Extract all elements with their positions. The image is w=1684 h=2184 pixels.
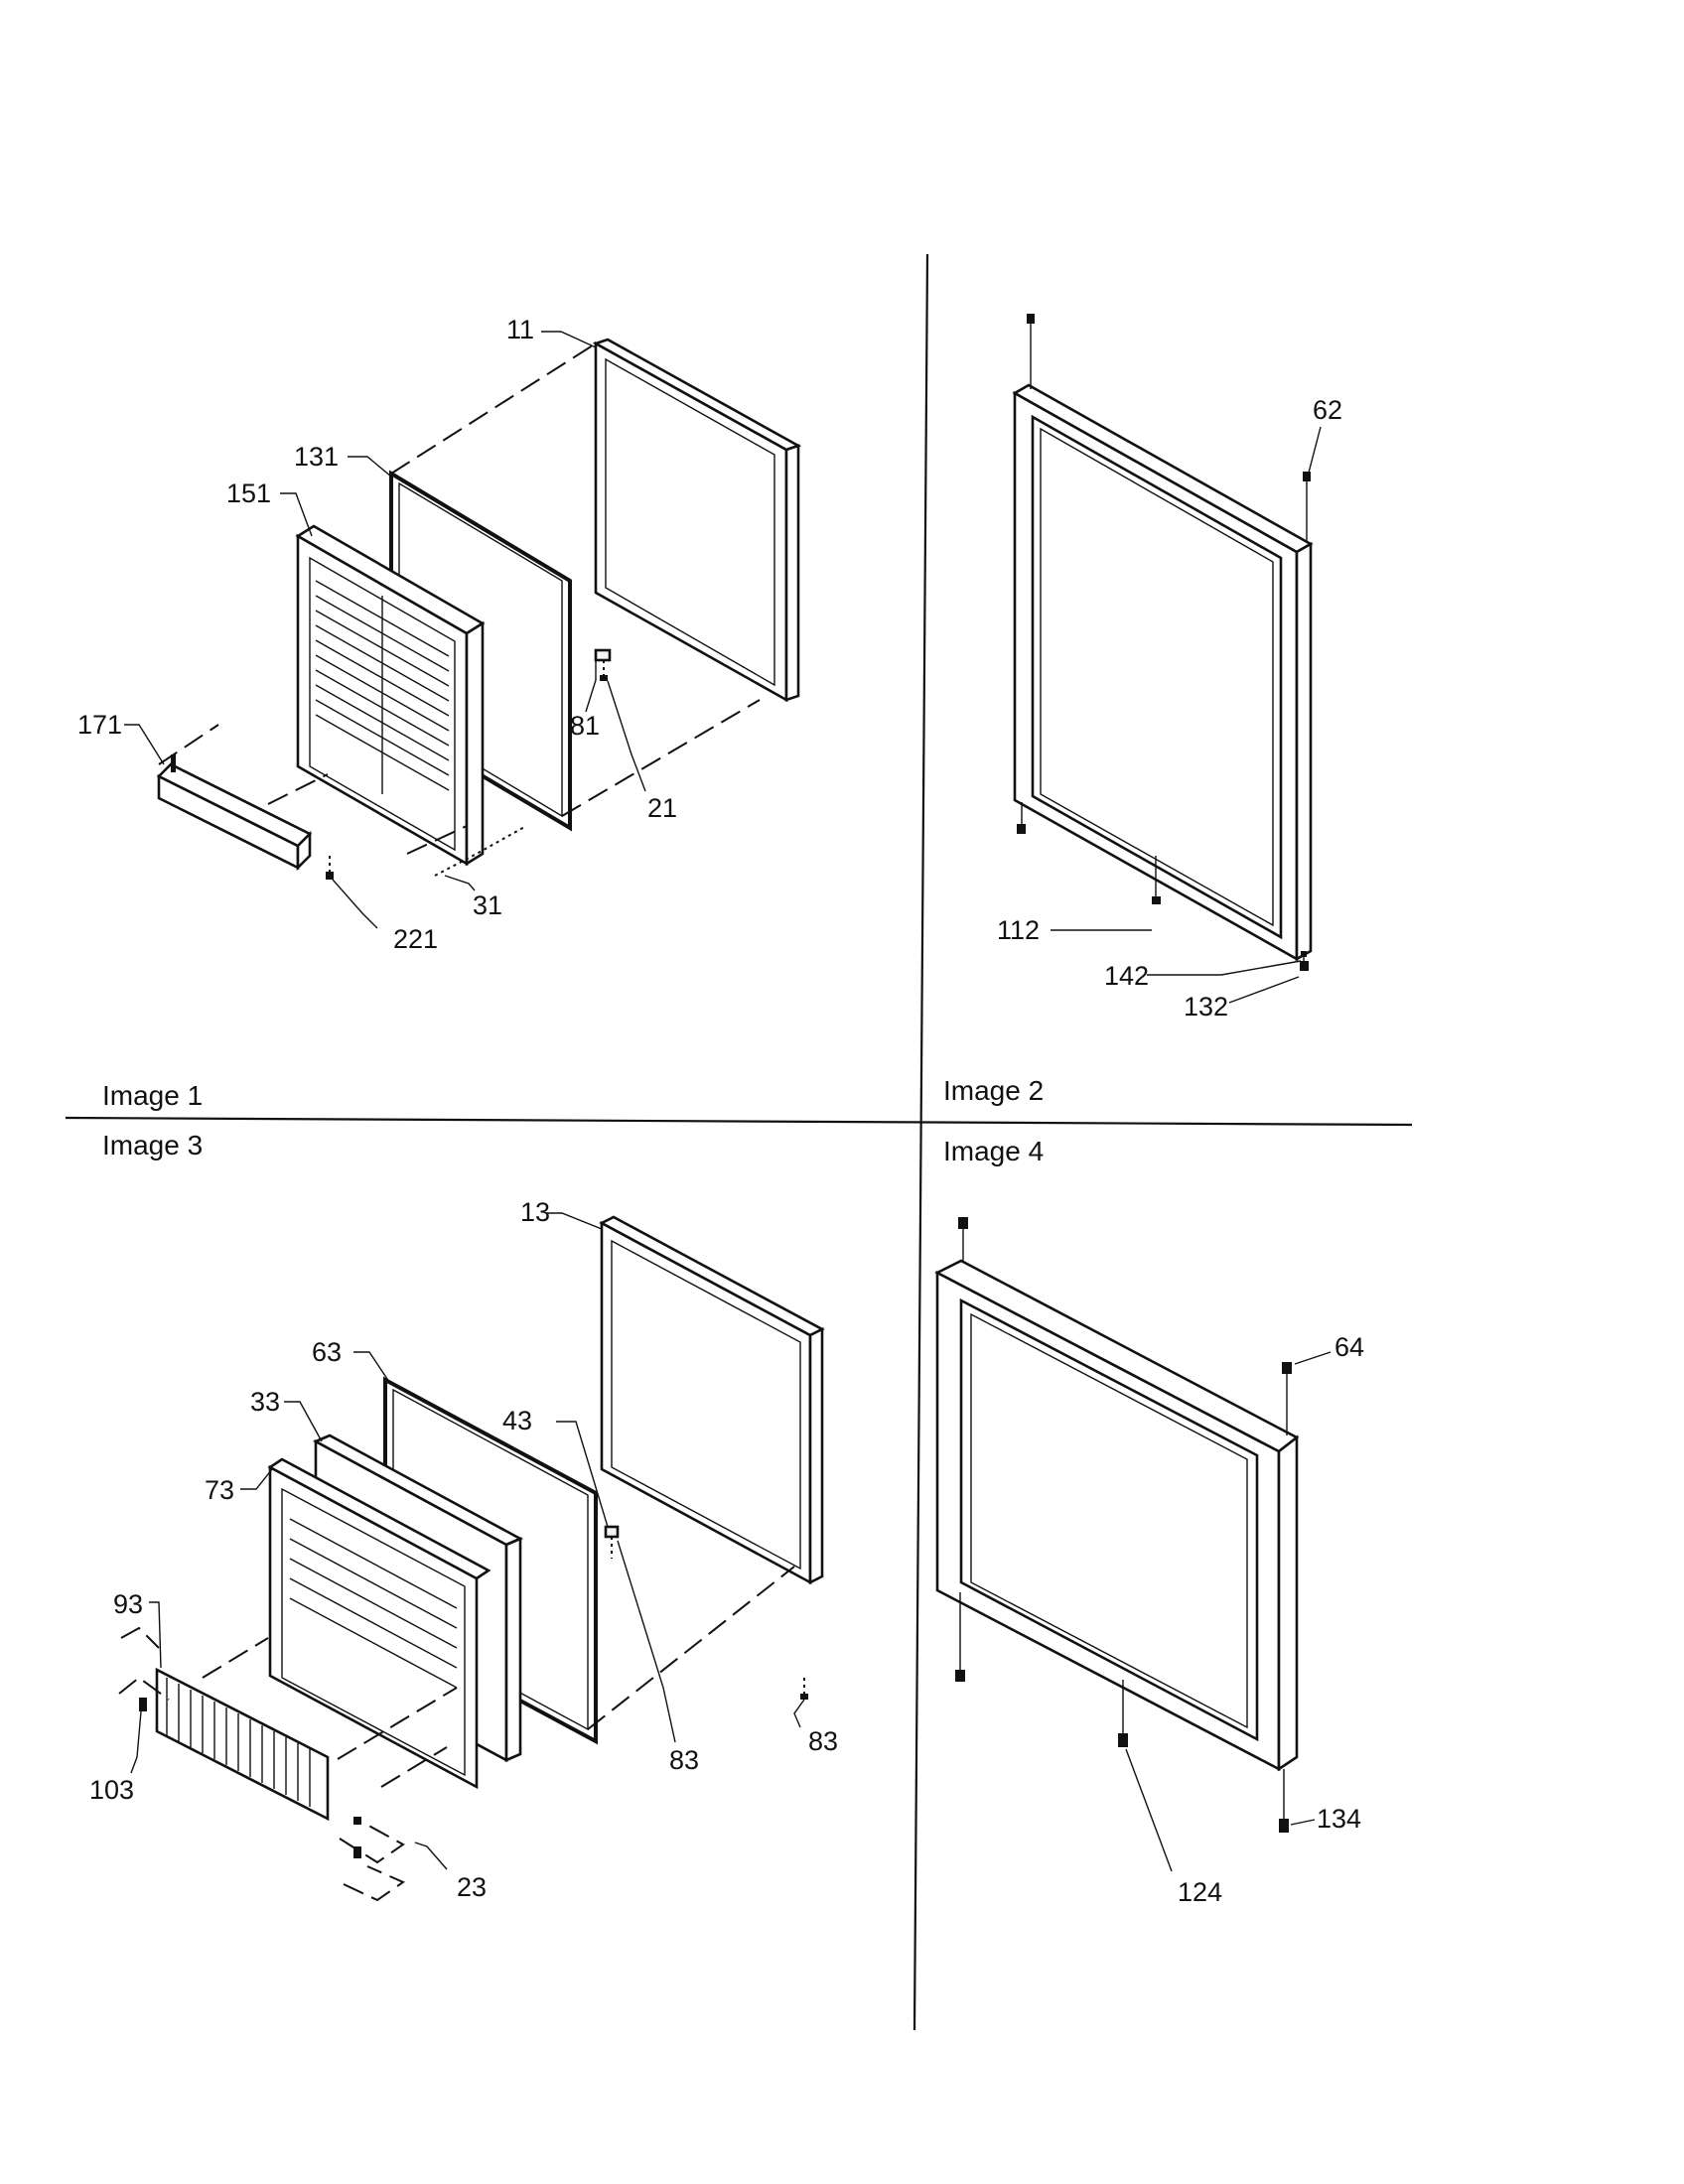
image-1-alignment-lines (158, 342, 761, 877)
panel-title-3: Image 3 (102, 1130, 203, 1160)
callout-131: 131 (294, 442, 339, 472)
callout-93: 93 (113, 1589, 143, 1619)
image-2-leaders (1051, 426, 1322, 1004)
toe-grille (155, 1667, 330, 1822)
panel-titles: Image 1 Image 2 Image 3 Image 4 (102, 1075, 1044, 1166)
callout-151: 151 (226, 478, 271, 508)
image-4-assembly: 64 134 124 (934, 1217, 1364, 1907)
callout-81: 81 (570, 711, 600, 741)
callout-132: 132 (1184, 992, 1228, 1022)
panel-title-2: Image 2 (943, 1075, 1044, 1106)
callout-73: 73 (205, 1475, 234, 1505)
image-3-alignment-lines (118, 1566, 795, 1902)
freezer-frame-fasteners (955, 1217, 1292, 1833)
callout-33: 33 (250, 1387, 280, 1417)
image-1-callouts: 11 131 151 171 81 21 31 221 (77, 315, 677, 954)
door-inner-liner (295, 524, 486, 867)
image-3-assembly: 13 63 33 43 73 93 103 83 83 23 (89, 1197, 838, 1902)
freezer-door-frame (934, 1259, 1300, 1772)
callout-83-outer: 83 (808, 1726, 838, 1756)
callout-43: 43 (502, 1406, 532, 1435)
callout-83-inner: 83 (669, 1745, 699, 1775)
callout-13: 13 (520, 1197, 550, 1227)
image-1-leaders (124, 331, 646, 929)
callout-103: 103 (89, 1775, 134, 1805)
image-4-leaders (1125, 1351, 1332, 1872)
callout-21: 21 (647, 793, 677, 823)
liner-shelf-ribs (315, 580, 450, 794)
panel-title-1: Image 1 (102, 1080, 203, 1111)
image-3-leaders (130, 1212, 805, 1870)
callout-31: 31 (473, 890, 502, 920)
callout-112: 112 (997, 915, 1040, 945)
horizontal-divider (65, 1116, 1413, 1127)
door-frame (1012, 383, 1314, 962)
door-small-parts (326, 648, 612, 880)
grille-slots (166, 1678, 311, 1807)
panel-dividers (65, 253, 1413, 2031)
callout-221: 221 (393, 924, 438, 954)
door-shelf (156, 754, 313, 872)
callout-171: 171 (77, 710, 122, 740)
callout-142: 142 (1104, 961, 1149, 991)
freezer-door-outer-panel (599, 1215, 825, 1585)
callout-63: 63 (312, 1337, 342, 1367)
image-4-callouts: 64 134 124 (1178, 1332, 1364, 1907)
image-1-assembly: 11 131 151 171 81 21 31 221 (77, 315, 802, 954)
panel-title-4: Image 4 (943, 1136, 1044, 1166)
image-2-callouts: 62 112 142 132 (997, 395, 1342, 1022)
freezer-small-parts (139, 1525, 808, 1858)
door-outer-panel (592, 338, 802, 703)
vertical-divider (912, 253, 929, 2031)
frame-fasteners (1017, 314, 1311, 971)
image-2-assembly: 62 112 142 132 (997, 314, 1342, 1022)
callout-124: 124 (1178, 1877, 1222, 1907)
callout-11: 11 (506, 315, 534, 344)
callout-134: 134 (1317, 1804, 1361, 1834)
callout-62: 62 (1313, 395, 1342, 425)
image-3-callouts: 13 63 33 43 73 93 103 83 83 23 (89, 1197, 838, 1902)
callout-64: 64 (1334, 1332, 1364, 1362)
callout-23: 23 (457, 1872, 487, 1902)
